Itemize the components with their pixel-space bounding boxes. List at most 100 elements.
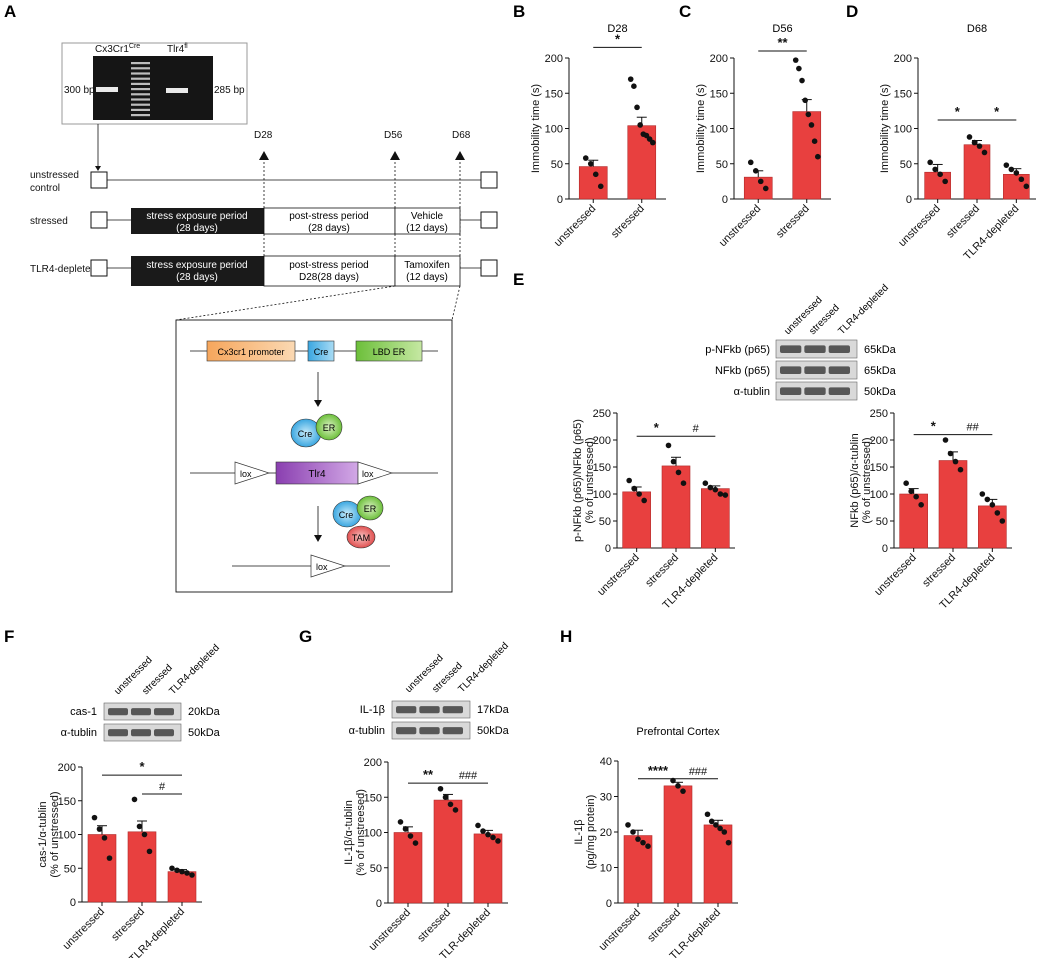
data-point xyxy=(626,477,632,484)
panel-letter-g: G xyxy=(299,627,312,646)
data-point xyxy=(452,807,459,813)
data-point xyxy=(582,155,589,161)
panel-letter-b: B xyxy=(513,2,525,21)
y-axis-label: Immobility time (s) xyxy=(879,84,891,173)
data-point xyxy=(625,822,631,828)
row3-tamoxifen-text: Tamoxifen(12 days) xyxy=(404,260,450,283)
data-point xyxy=(814,153,821,160)
y-axis-label: (pg/mg protein) xyxy=(585,795,597,870)
data-point xyxy=(485,831,491,838)
gel-arrow-head xyxy=(95,166,101,171)
row2-post-text: post-stress period(28 days) xyxy=(289,211,368,234)
y-tick-label: 30 xyxy=(600,792,612,804)
x-tick-label: unstressed xyxy=(552,203,599,250)
y-tick-label: 0 xyxy=(70,897,76,909)
blot-band xyxy=(396,706,417,714)
bar xyxy=(473,833,503,904)
y-axis-label: Immobility time (s) xyxy=(530,84,542,173)
x-tick-label: unstressed xyxy=(896,203,943,250)
bar xyxy=(87,834,117,903)
x-tick-label: unstressed xyxy=(872,552,919,599)
data-point xyxy=(397,819,404,825)
y-tick-label: 200 xyxy=(710,53,728,65)
panel-letter-e: E xyxy=(513,270,524,289)
chart-title: D28 xyxy=(607,23,627,35)
y-tick-label: 150 xyxy=(710,88,728,100)
group-label-stressed: stressed xyxy=(30,216,68,227)
y-tick-label: 10 xyxy=(600,863,612,875)
x-tick-label: unstressed xyxy=(595,552,642,599)
y-tick-label: 100 xyxy=(870,489,888,501)
chart-title: D56 xyxy=(772,23,792,35)
blot-band xyxy=(442,706,463,714)
data-point xyxy=(808,122,815,128)
blot-band xyxy=(804,366,826,374)
cre-block-label: Cre xyxy=(314,347,329,357)
significance-label: # xyxy=(159,781,166,793)
blot-band xyxy=(828,387,850,395)
data-point xyxy=(597,183,604,190)
blot-band xyxy=(780,387,802,395)
y-tick-label: 150 xyxy=(593,462,611,474)
row2-start-box xyxy=(90,211,108,229)
y-tick-label: 100 xyxy=(58,830,76,842)
x-tick-label: stressed xyxy=(645,907,683,945)
construct-frame xyxy=(175,319,453,593)
ladder-band xyxy=(131,103,150,106)
data-point xyxy=(680,788,686,794)
lbd-er-label: LBD ER xyxy=(373,347,406,357)
data-point xyxy=(631,485,637,492)
data-point xyxy=(649,139,656,146)
data-point xyxy=(174,867,180,874)
lox-site-left xyxy=(234,461,271,485)
significance-label: ** xyxy=(777,35,788,50)
data-point xyxy=(796,65,802,72)
ladder-band xyxy=(131,67,150,70)
x-tick-label: stressed xyxy=(109,906,147,944)
y-tick-label: 50 xyxy=(876,516,888,528)
promoter-label: Cx3cr1 promoter xyxy=(217,347,284,357)
blot-kda-label: 65kDa xyxy=(864,344,897,356)
data-point xyxy=(106,855,113,861)
y-tick-label: 100 xyxy=(593,489,611,501)
data-point xyxy=(805,111,812,118)
row1-end-box xyxy=(480,171,498,189)
data-point xyxy=(725,839,732,846)
blot-band xyxy=(108,708,128,716)
data-point xyxy=(136,823,143,830)
significance-label: * xyxy=(139,759,145,774)
panel-letter-h: H xyxy=(560,627,572,646)
y-tick-label: 20 xyxy=(600,827,612,839)
lox-site-right xyxy=(357,461,394,485)
timepoint-d68: D68 xyxy=(452,130,471,141)
data-point xyxy=(712,486,719,493)
data-point xyxy=(799,77,805,84)
significance-label: ## xyxy=(967,422,980,434)
data-point xyxy=(189,872,195,878)
row3-tamoxifen-box xyxy=(394,255,461,287)
y-tick-label: 150 xyxy=(894,88,912,100)
data-point xyxy=(96,826,103,832)
data-point xyxy=(702,480,709,487)
y-tick-label: 150 xyxy=(545,88,563,100)
data-point xyxy=(637,122,643,128)
cre-protein-2-label: Cre xyxy=(339,510,354,520)
significance-label: **** xyxy=(648,763,669,778)
row2-vehicle-text: Vehicle(12 days) xyxy=(406,211,448,234)
blot-band xyxy=(108,729,128,737)
gel-ladder xyxy=(131,62,150,117)
row3-start-box xyxy=(90,259,108,277)
data-point xyxy=(722,492,729,498)
y-tick-label: 0 xyxy=(882,543,888,555)
y-tick-label: 50 xyxy=(64,863,76,875)
data-point xyxy=(630,829,636,835)
y-tick-label: 200 xyxy=(364,757,382,769)
data-point xyxy=(762,185,769,192)
data-point xyxy=(442,794,449,801)
bar xyxy=(924,171,951,200)
data-point xyxy=(713,822,719,828)
y-tick-label: 200 xyxy=(894,53,912,65)
